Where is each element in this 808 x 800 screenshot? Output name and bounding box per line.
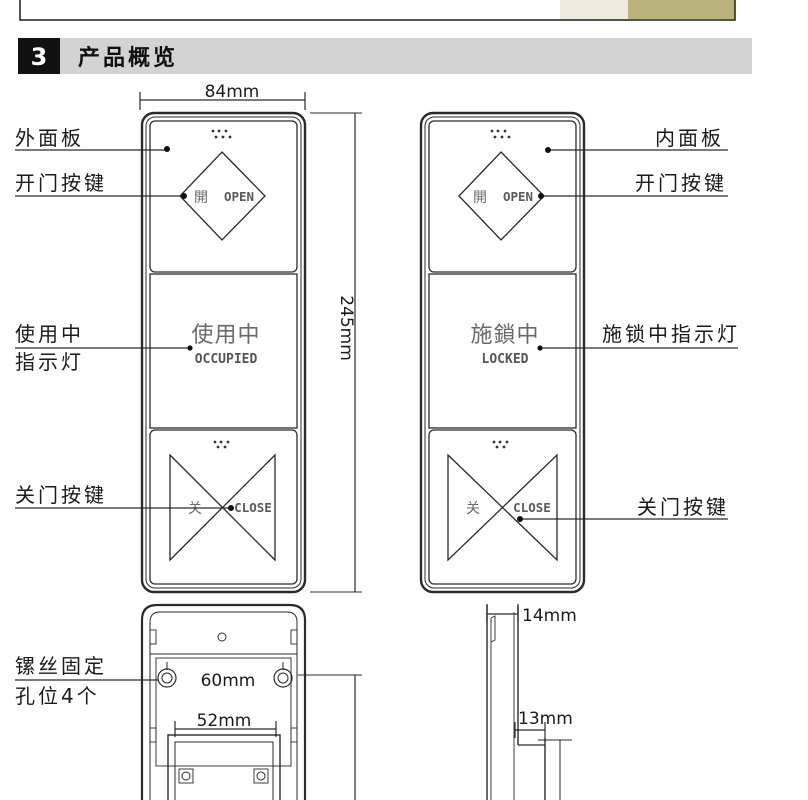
back-panel-recess [155, 657, 292, 767]
inner-panel-name-pointer [545, 147, 551, 153]
back-panel-center-hole [217, 632, 227, 642]
section-number-badge [18, 38, 60, 74]
inner-indicator-en: LOCKED [482, 352, 529, 367]
inner-panel: 開 OPEN 施鎖中 LOCKED 关 CLOSE [419, 111, 586, 594]
bracket-screw-left [178, 768, 194, 784]
inner-close-section [428, 429, 577, 585]
screw-spacing-label: 60mm [201, 671, 256, 691]
back-panel-clip-mid-left [149, 727, 157, 743]
inner-close-en: CLOSE [513, 500, 551, 515]
back-panel-inner-frame [149, 611, 298, 800]
inner-panel-bezel [424, 116, 581, 589]
inner-indicator-pointer [537, 345, 543, 351]
outer-indicator-section [149, 273, 298, 429]
section-title: 产品概览 [78, 45, 178, 71]
outer-close-button-label: 关门按键 [15, 483, 107, 507]
inner-braille-dots-bottom [492, 440, 509, 449]
outer-indicator-label-line1: 使用中 [15, 322, 84, 346]
inner-braille-dots-top [490, 129, 511, 139]
outer-indicator-label-line2: 指示灯 [15, 350, 84, 374]
outer-close-section [149, 429, 298, 585]
previous-box-border [19, 0, 736, 21]
outer-panel-name-label: 外面板 [15, 126, 84, 150]
thickness-top-label: 14mm [522, 606, 577, 626]
screw-label-line1: 镙丝固定 [15, 654, 107, 678]
outer-braille-dots-top [211, 129, 232, 139]
outer-close-en: CLOSE [234, 500, 272, 515]
inner-indicator-label: 施锁中指示灯 [602, 322, 740, 346]
inner-close-pointer [517, 516, 523, 522]
thickness-bottom-label: 13mm [518, 709, 573, 729]
section-header: 3 产品概览 [18, 38, 752, 74]
outer-braille-dots-bottom [213, 440, 230, 449]
outer-indicator-en: OCCUPIED [195, 352, 258, 367]
section-number: 3 [31, 43, 48, 71]
back-panel-frame [140, 603, 307, 800]
width-dimension-label: 84mm [205, 82, 260, 102]
inner-open-en: OPEN [503, 189, 533, 204]
inner-open-pointer [538, 193, 544, 199]
inner-open-cn: 開 [473, 190, 487, 206]
width-dimension: 84mm [139, 82, 306, 110]
screw-hole-callout: 镙丝固定 孔位4个 [15, 654, 158, 708]
outer-open-button-label: 开门按键 [15, 171, 107, 195]
previous-photo-shadow [628, 0, 735, 19]
outer-open-button [179, 151, 266, 241]
outer-panel-bezel [145, 116, 302, 589]
back-panel: 60mm 52mm [140, 603, 362, 800]
outer-close-cn: 关 [188, 501, 202, 517]
outer-open-en: OPEN [224, 189, 254, 204]
screw-label-line2: 孔位4个 [15, 684, 100, 708]
outer-indicator-cn: 使用中 [191, 323, 260, 348]
inner-panel-name-label: 内面板 [655, 126, 724, 150]
outer-panel-name-pointer [164, 146, 170, 152]
outer-close-button [169, 453, 276, 562]
side-view-lip [490, 615, 496, 643]
mount-bracket-inner [174, 741, 274, 800]
outer-panel-frame [140, 111, 307, 594]
outer-panel-callouts: 外面板 开门按键 使用中 指示灯 关门按键 [15, 126, 234, 511]
inner-open-button-label: 开门按键 [635, 171, 727, 195]
inner-open-button [458, 151, 545, 241]
height-dimension-label: 245mm [336, 295, 356, 361]
inner-close-button [447, 453, 558, 562]
back-panel-clip-top-left [149, 629, 157, 645]
outer-open-cn: 開 [194, 190, 208, 206]
side-view: 14mm 13mm [486, 604, 577, 800]
inner-close-button-label: 关门按键 [637, 495, 729, 519]
back-panel-clip-mid-right [290, 727, 298, 743]
section-header-bar [60, 38, 752, 74]
inner-close-cn: 关 [466, 501, 480, 517]
screw-hole-right [273, 668, 293, 688]
outer-close-pointer [228, 505, 234, 511]
inner-indicator-cn: 施鎖中 [470, 323, 539, 348]
previous-section-frame [19, 0, 736, 21]
height-dimension: 245mm [310, 112, 362, 593]
mount-bracket-outer [167, 734, 281, 800]
inner-panel-callouts: 内面板 开门按键 施锁中指示灯 关门按键 [517, 126, 740, 522]
screw-hole-left [157, 668, 177, 688]
outer-indicator-pointer [187, 345, 193, 351]
bracket-screw-right [253, 768, 269, 784]
inner-panel-frame [419, 111, 586, 594]
outer-panel: 開 OPEN 使用中 OCCUPIED 关 CLOSE [140, 111, 307, 594]
outer-open-pointer [181, 193, 187, 199]
inner-indicator-section [428, 273, 577, 429]
back-panel-clip-top-right [290, 629, 298, 645]
mount-width-label: 52mm [197, 711, 252, 731]
